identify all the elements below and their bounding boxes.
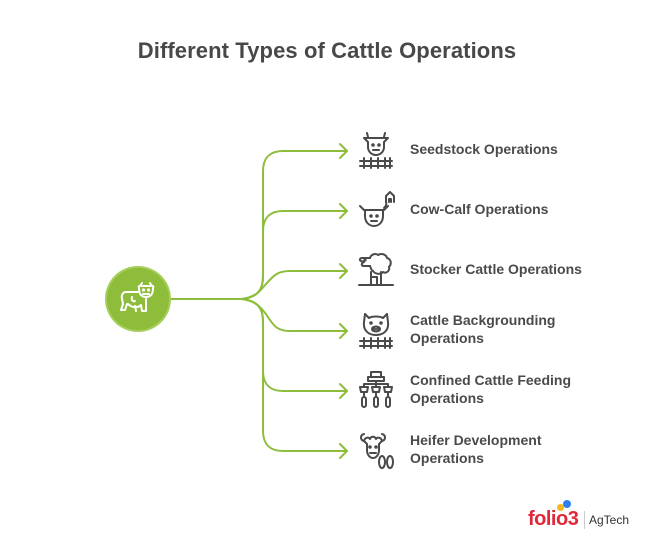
logo-dot-blue (563, 500, 571, 508)
cow-barn-icon (359, 191, 395, 227)
item-label-line2: Operations (410, 450, 484, 466)
item-label-line2: Operations (410, 330, 484, 346)
cow-icon (120, 282, 155, 312)
feeding-machine-icon (359, 371, 393, 408)
cow-fence-icon (359, 132, 393, 169)
item-label-line1: Confined Cattle Feeding (410, 372, 571, 388)
item-label: Seedstock Operations (410, 141, 558, 157)
heifer-hooves-icon (360, 433, 394, 469)
logo-brand: folio3 (528, 508, 579, 530)
hub-circle (107, 268, 169, 330)
item-label: Cow-Calf Operations (410, 201, 549, 217)
item-label-line1: Cattle Backgrounding (410, 312, 556, 328)
item-label-line1: Heifer Development (410, 432, 542, 448)
pig-fence-icon (359, 313, 393, 349)
logo-product: AgTech (589, 513, 630, 527)
logo-divider (584, 511, 585, 529)
grazing-sheep-icon (358, 253, 394, 286)
page-title: Different Types of Cattle Operations (137, 38, 517, 63)
item-label: Stocker Cattle Operations (410, 261, 582, 277)
logo-dot-yellow (557, 504, 564, 511)
item-label-line2: Operations (410, 390, 484, 406)
